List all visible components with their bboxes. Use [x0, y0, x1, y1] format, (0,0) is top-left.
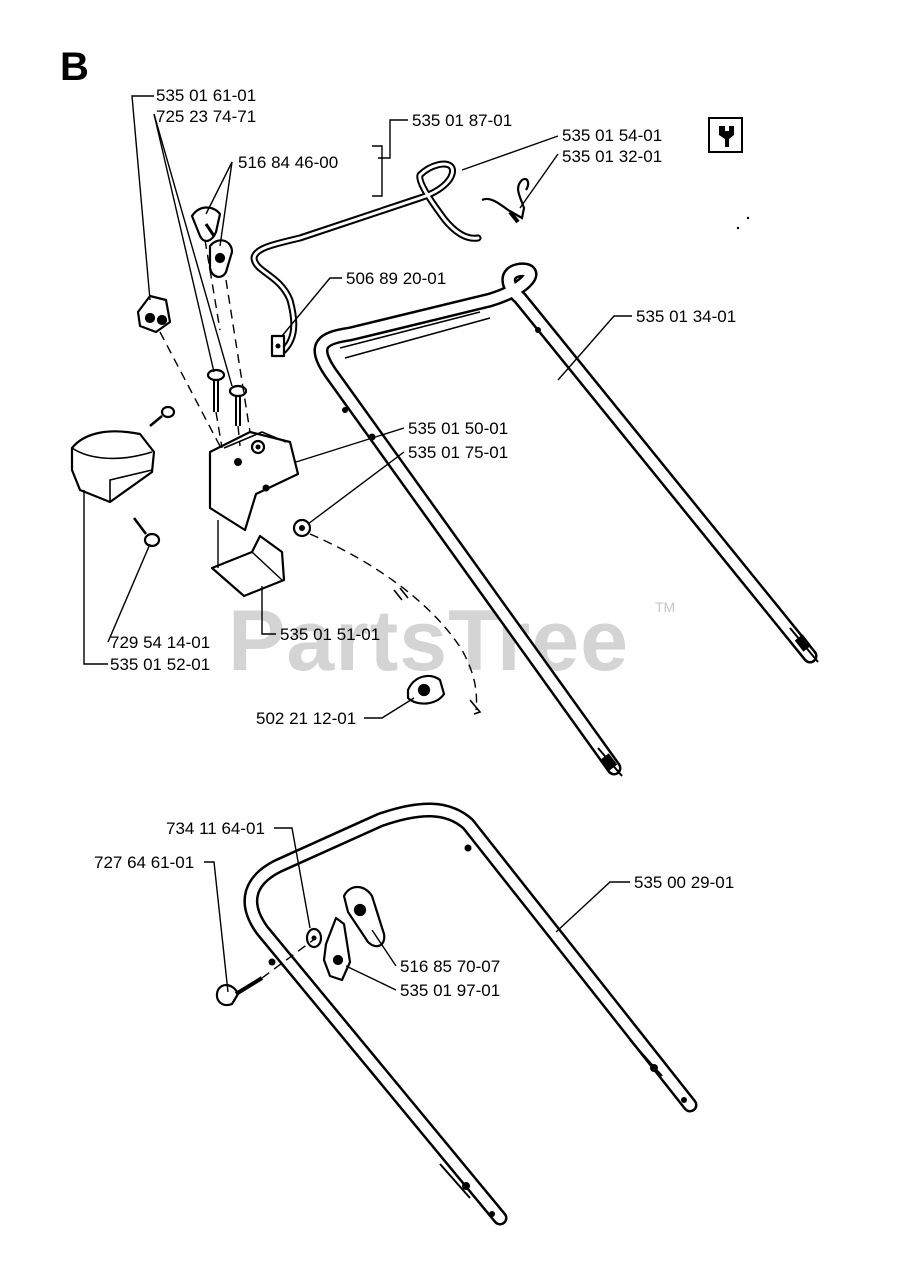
part-label: 729 54 14-01	[110, 633, 210, 652]
part-label: 725 23 74-71	[156, 107, 256, 126]
part-label: 516 84 46-00	[238, 153, 338, 172]
knob-part	[190, 206, 222, 242]
part-label: 516 85 70-07	[400, 957, 500, 976]
part-label: 535 01 52-01	[110, 655, 210, 674]
washer-part	[305, 927, 323, 949]
clip-part	[270, 334, 286, 358]
cover-part	[70, 430, 156, 504]
part-labels: 535 01 61-01 725 23 74-71 535 01 87-01 5…	[94, 86, 736, 1000]
assembly-lines	[159, 239, 251, 451]
lever-part	[342, 885, 386, 948]
part-label: 535 01 54-01	[562, 126, 662, 145]
lower-handle	[243, 802, 698, 1226]
screws-part	[206, 368, 248, 426]
section-letter: B	[60, 45, 89, 89]
part-label: 535 01 97-01	[400, 981, 500, 1000]
switch-part	[136, 294, 172, 334]
bolt-part	[215, 976, 264, 1007]
upper-handle	[313, 262, 819, 777]
part-label: 535 01 50-01	[408, 419, 508, 438]
part-label: 506 89 20-01	[346, 269, 446, 288]
part-label: 535 01 51-01	[280, 625, 380, 644]
nut-part	[292, 518, 312, 538]
part-label: 535 01 34-01	[636, 307, 736, 326]
part-label: 502 21 12-01	[256, 709, 356, 728]
spring-clip	[481, 177, 530, 224]
control-rod	[250, 160, 482, 356]
wrench-icon	[708, 117, 743, 153]
grommet-part	[208, 239, 234, 278]
leader-lines	[83, 95, 632, 993]
cable-clip-part	[406, 674, 446, 705]
part-label: 535 00 29-01	[634, 873, 734, 892]
part-label: 535 01 32-01	[562, 147, 662, 166]
svg-text:TM: TM	[655, 599, 675, 615]
cable-line	[309, 533, 478, 711]
bolt-assembly-line	[261, 937, 317, 979]
lever-arm-part	[322, 916, 352, 982]
part-label: 535 01 75-01	[408, 443, 508, 462]
part-label: 727 64 61-01	[94, 853, 194, 872]
cover-screw-part	[133, 405, 176, 548]
part-label: 734 11 64-01	[166, 819, 265, 838]
bracket-part	[208, 430, 300, 532]
part-label: 535 01 61-01	[156, 86, 256, 105]
part-label: 535 01 87-01	[412, 111, 512, 130]
plate-part	[210, 534, 286, 598]
